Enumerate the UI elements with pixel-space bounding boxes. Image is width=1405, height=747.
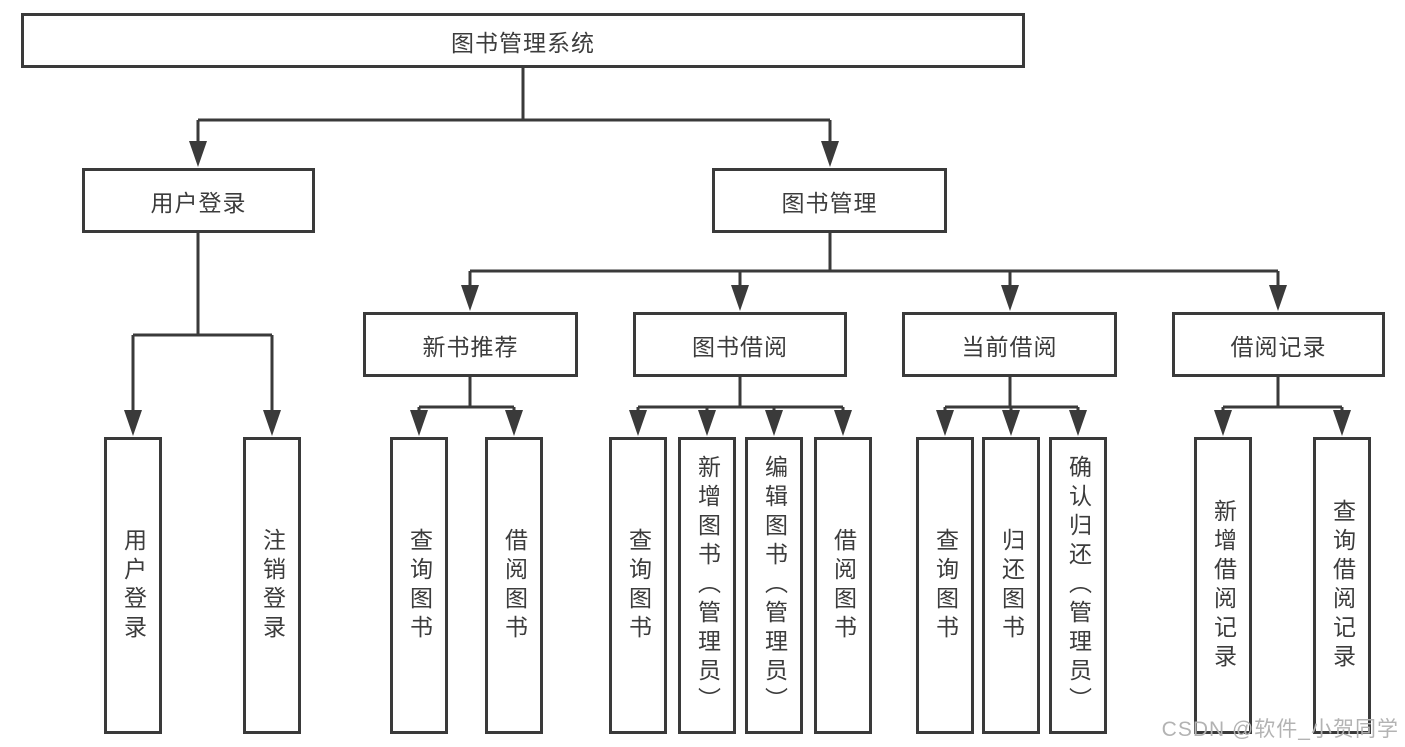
leaf-borrow-books-borrowing: 借阅图书	[814, 437, 872, 734]
leaf-logout-label: 注销登录	[259, 527, 286, 644]
leaf-confirm-return-admin-label: 确认归还（管理员）	[1065, 455, 1092, 716]
node-borrowing-records: 借阅记录	[1172, 312, 1385, 377]
leaf-borrow-books-recommend-label: 借阅图书	[501, 527, 528, 644]
node-new-book-recommend-label: 新书推荐	[422, 333, 519, 360]
leaf-edit-book-admin: 编辑图书（管理员）	[745, 437, 803, 734]
node-book-management-label: 图书管理	[781, 189, 878, 216]
leaf-return-book-label: 归还图书	[998, 527, 1025, 644]
leaf-borrow-books-recommend: 借阅图书	[485, 437, 543, 734]
csdn-watermark: CSDN @软件_小贺同学	[1161, 718, 1399, 741]
leaf-add-borrow-record-label: 新增借阅记录	[1210, 498, 1237, 673]
leaf-add-book-admin-label: 新增图书（管理员）	[694, 455, 721, 716]
leaf-query-books-borrowing-label: 查询图书	[625, 527, 652, 644]
leaf-query-books-recommend: 查询图书	[390, 437, 448, 734]
node-book-borrowing: 图书借阅	[633, 312, 847, 377]
node-new-book-recommend: 新书推荐	[363, 312, 578, 377]
node-borrowing-records-label: 借阅记录	[1230, 333, 1327, 360]
leaf-borrow-books-borrowing-label: 借阅图书	[830, 527, 857, 644]
leaf-edit-book-admin-label: 编辑图书（管理员）	[761, 455, 788, 716]
leaf-logout: 注销登录	[243, 437, 301, 734]
leaf-query-books-borrowing: 查询图书	[609, 437, 667, 734]
leaf-confirm-return-admin: 确认归还（管理员）	[1049, 437, 1107, 734]
leaf-add-borrow-record: 新增借阅记录	[1194, 437, 1252, 734]
leaf-query-books-current: 查询图书	[916, 437, 974, 734]
node-book-management: 图书管理	[712, 168, 947, 233]
node-user-login-label: 用户登录	[150, 189, 247, 216]
node-user-login: 用户登录	[82, 168, 315, 233]
node-library-system-label: 图书管理系统	[451, 29, 595, 56]
node-current-borrowing-label: 当前借阅	[961, 333, 1058, 360]
leaf-query-borrow-record: 查询借阅记录	[1313, 437, 1371, 734]
leaf-query-books-current-label: 查询图书	[932, 527, 959, 644]
leaf-query-borrow-record-label: 查询借阅记录	[1329, 498, 1356, 673]
node-library-system: 图书管理系统	[21, 13, 1025, 68]
arrowheads	[124, 141, 1351, 436]
leaf-return-book: 归还图书	[982, 437, 1040, 734]
node-book-borrowing-label: 图书借阅	[692, 333, 788, 360]
leaf-user-login-label: 用户登录	[120, 527, 147, 644]
node-current-borrowing: 当前借阅	[902, 312, 1117, 377]
leaf-query-books-recommend-label: 查询图书	[406, 527, 433, 644]
leaf-add-book-admin: 新增图书（管理员）	[678, 437, 736, 734]
leaf-user-login: 用户登录	[104, 437, 162, 734]
